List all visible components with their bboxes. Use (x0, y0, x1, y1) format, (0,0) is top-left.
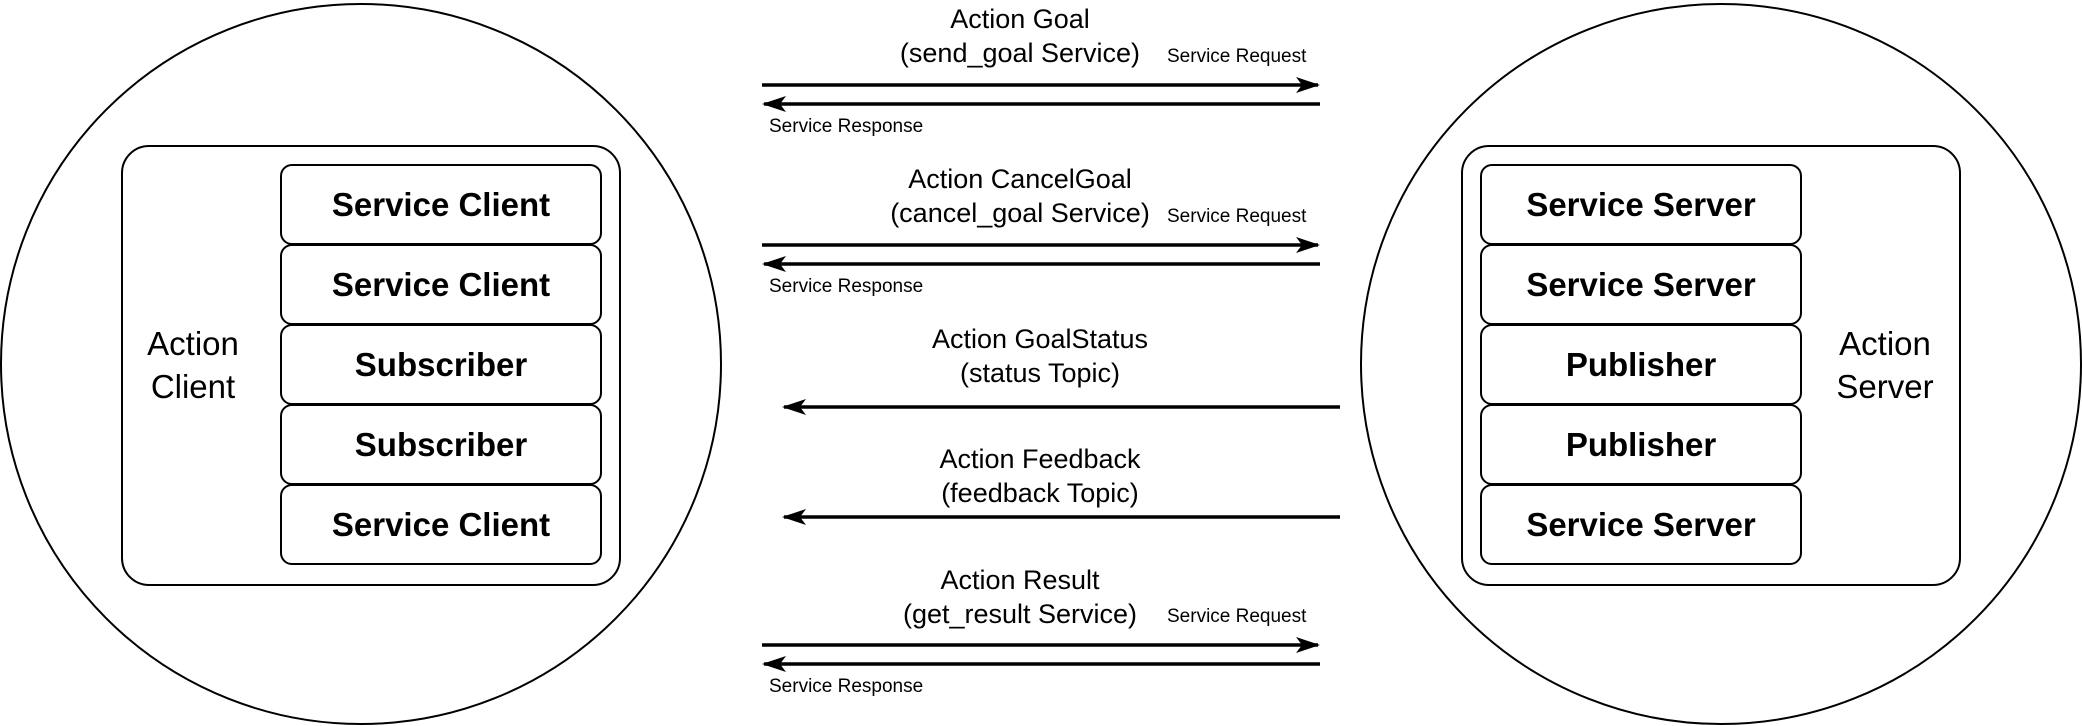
action-client-node-circle (0, 3, 722, 725)
server-component-service-server-goal: Service Server (1480, 164, 1802, 245)
action-server-frame (1461, 145, 1961, 586)
server-component-publisher-feedback: Publisher (1480, 404, 1802, 485)
cancel-title-line1: Action CancelGoal (908, 164, 1132, 194)
action-client-label-line2: Client (150, 368, 236, 405)
status-title-line2: (status Topic) (959, 358, 1121, 388)
client-component-service-client-cancel: Service Client (280, 244, 602, 325)
action-client-label: Action Client (118, 322, 268, 408)
result-title-line2: (get_result Service) (902, 599, 1138, 629)
client-component-subscriber-status: Subscriber (280, 324, 602, 405)
action-client-frame (121, 145, 621, 586)
action-client-components: Service Client Service Client Subscriber… (280, 164, 602, 565)
status-title: Action GoalStatus (status Topic) (900, 322, 1180, 390)
cancel-request-label: Service Request (1167, 206, 1307, 227)
action-server-label-line2: Server (1836, 368, 1934, 405)
cancel-title-line2: (cancel_goal Service) (890, 198, 1150, 228)
action-server-label: Action Server (1810, 322, 1960, 408)
feedback-title: Action Feedback (feedback Topic) (900, 442, 1180, 510)
cancel-title: Action CancelGoal (cancel_goal Service) (870, 162, 1170, 230)
goal-response-label: Service Response (769, 116, 924, 137)
server-component-service-server-cancel: Service Server (1480, 244, 1802, 325)
client-component-subscriber-feedback: Subscriber (280, 404, 602, 485)
goal-title-line2: (send_goal Service) (899, 38, 1141, 68)
status-title-line1: Action GoalStatus (931, 324, 1149, 354)
action-server-label-line1: Action (1839, 325, 1931, 362)
result-response-label: Service Response (769, 676, 924, 697)
server-component-service-server-result: Service Server (1480, 484, 1802, 565)
goal-title: Action Goal (send_goal Service) (880, 2, 1160, 70)
feedback-title-line2: (feedback Topic) (941, 478, 1139, 508)
result-title-line1: Action Result (940, 565, 1100, 595)
goal-title-line1: Action Goal (950, 4, 1090, 34)
result-request-label: Service Request (1167, 606, 1307, 627)
result-title: Action Result (get_result Service) (880, 563, 1160, 631)
action-server-node-circle (1360, 3, 2082, 725)
action-client-label-line1: Action (147, 325, 239, 362)
cancel-response-label: Service Response (769, 276, 924, 297)
goal-request-label: Service Request (1167, 46, 1307, 67)
client-component-service-client-result: Service Client (280, 484, 602, 565)
feedback-title-line1: Action Feedback (939, 444, 1141, 474)
action-server-components: Service Server Service Server Publisher … (1480, 164, 1802, 565)
